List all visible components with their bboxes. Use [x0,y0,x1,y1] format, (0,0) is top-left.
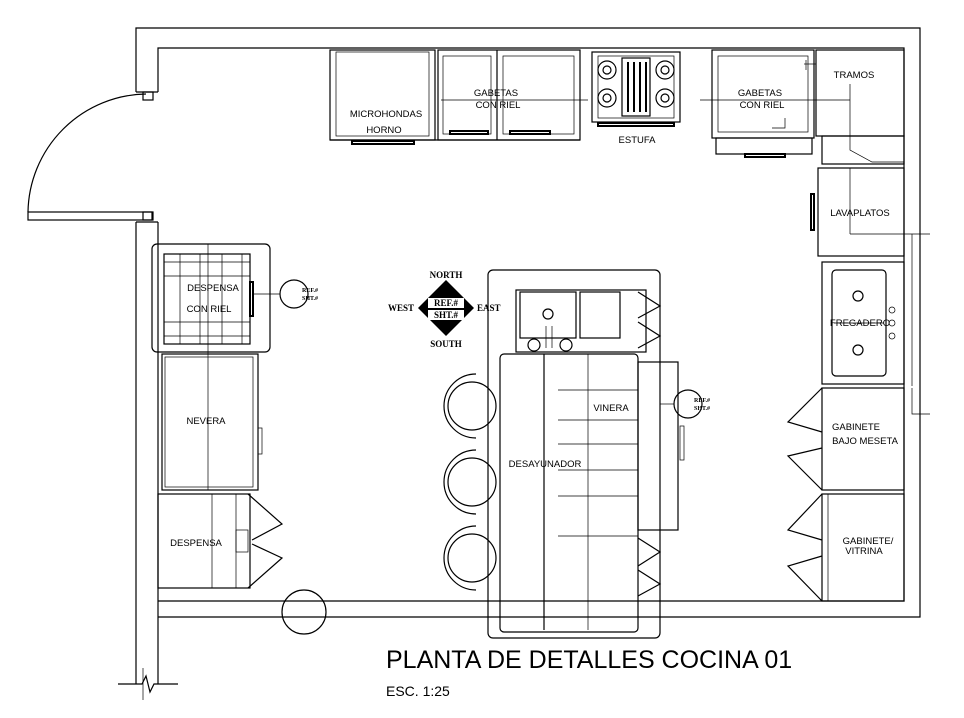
top-counter [329,49,850,158]
compass-north: NORTH [430,270,463,280]
compass-sht: SHT.# [434,310,459,320]
column-symbol [281,589,327,635]
marker-ref: REF.# [302,288,318,294]
compass-east: EAST [477,303,501,313]
label-gabinete: GABINETE [832,422,880,433]
island [443,269,685,639]
entry-door [27,91,154,221]
label-gabetas-1: GABETAS [474,88,518,99]
marker-ref: REF.# [694,398,710,404]
label-vitrina: VITRINA [845,546,883,557]
marker-sht: SHT.# [302,296,318,302]
walls [118,27,921,700]
label-desayunador: DESAYUNADOR [509,459,582,470]
label-con-riel-despensa: CON RIEL [187,304,232,315]
label-despensa: DESPENSA [170,538,222,549]
label-despensa-riel: DESPENSA [187,283,239,294]
section-marker-left: REF.# SHT.# [253,279,318,309]
label-gabetas-2: GABETAS [738,88,782,99]
drawing-scale: ESC. 1:25 [386,683,450,699]
compass-south: SOUTH [430,339,462,349]
section-marker-right: REF.# SHT.# [660,389,710,419]
drawing-title: PLANTA DE DETALLES COCINA 01 [386,646,792,674]
label-con-riel-2: CON RIEL [740,100,785,111]
marker-sht: SHT.# [694,406,710,412]
label-horno: HORNO [366,125,401,136]
label-nevera: NEVERA [186,416,226,427]
label-con-riel-1: CON RIEL [476,100,521,111]
label-gabinete-vitrina: GABINETE/ [843,536,894,547]
label-estufa: ESTUFA [619,135,657,146]
right-cabinets [786,49,930,602]
compass-ref: REF.# [434,298,458,308]
compass-west: WEST [388,303,414,313]
label-fregadero: FREGADERO [830,318,890,329]
label-tramos: TRAMOS [834,70,875,81]
label-vinera: VINERA [593,403,629,414]
label-microondas: MICROHONDAS [350,109,422,120]
compass-marker: NORTH SOUTH WEST EAST REF.# SHT.# [388,270,501,349]
label-lavaplatos: LAVAPLATOS [830,208,890,219]
label-bajo-meseta: BAJO MESETA [832,436,898,447]
left-cabinets [151,243,284,589]
room-labels: MICROHONDAS HORNO GABETAS CON RIEL ESTUF… [170,70,898,557]
